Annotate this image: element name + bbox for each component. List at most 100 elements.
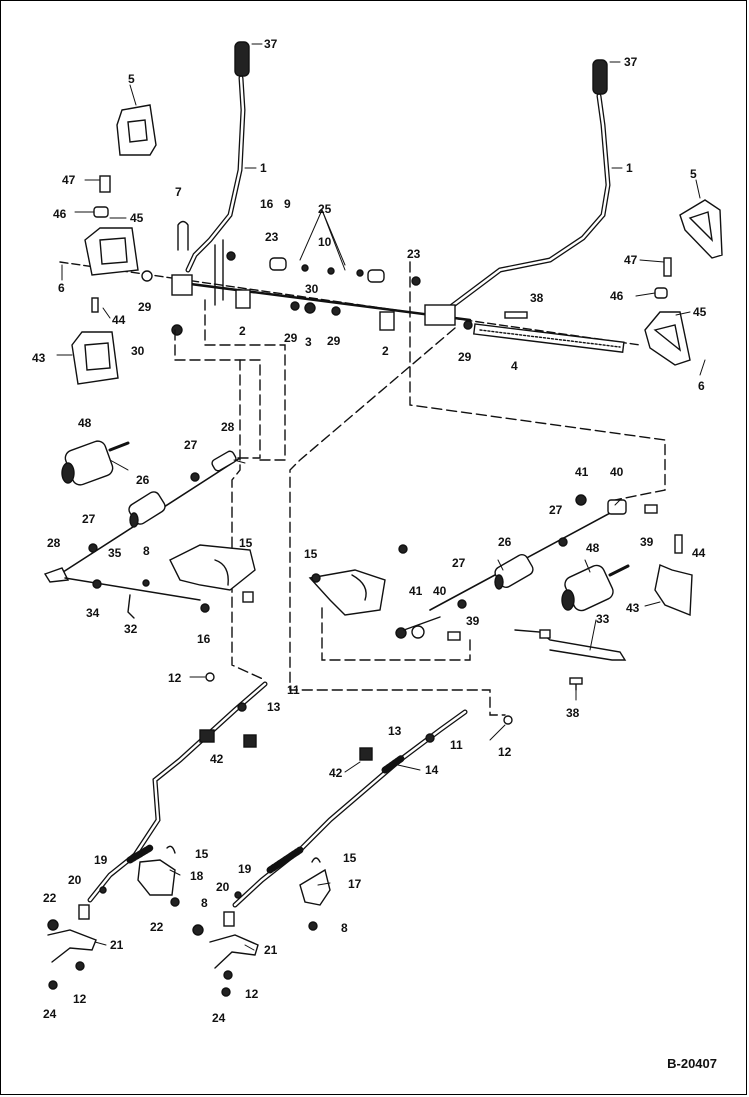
callout-9: 9 (284, 197, 291, 211)
callout-27-d: 27 (452, 556, 466, 570)
callout-14: 14 (425, 763, 439, 777)
callout-6-left: 6 (58, 281, 65, 295)
callout-47-right: 47 (624, 253, 638, 267)
callout-25: 25 (318, 202, 332, 216)
callout-27-a: 27 (184, 438, 198, 452)
callout-13-right: 13 (388, 724, 402, 738)
callout-2-right: 2 (382, 344, 389, 358)
callout-4: 4 (511, 359, 518, 373)
callout-47-left: 47 (62, 173, 76, 187)
callout-24-left: 24 (43, 1007, 57, 1021)
callout-15-center: 15 (304, 547, 318, 561)
callout-40-top: 40 (610, 465, 624, 479)
callout-5-left: 5 (128, 72, 135, 86)
main-shaft (59, 261, 641, 353)
callout-43-left: 43 (32, 351, 46, 365)
callout-34: 34 (86, 606, 100, 620)
callout-33: 33 (596, 612, 610, 626)
callout-8-lower-right: 8 (341, 921, 348, 935)
callout-44-left: 44 (112, 313, 126, 327)
callout-46-right: 46 (610, 289, 624, 303)
callout-22-right: 22 (150, 920, 164, 934)
callout-42-right: 42 (329, 766, 343, 780)
callout-16-top: 16 (260, 197, 274, 211)
callout-38-bottom: 38 (566, 706, 580, 720)
callout-15-lower-left: 15 (195, 847, 209, 861)
callout-6-right: 6 (698, 379, 705, 393)
callout-30-left: 30 (131, 344, 145, 358)
callout-12-a: 12 (168, 671, 182, 685)
callout-42-left: 42 (210, 752, 224, 766)
callout-43-right: 43 (626, 601, 640, 615)
callout-23-left: 23 (265, 230, 279, 244)
callout-41-center: 41 (409, 584, 423, 598)
callout-26-left: 26 (136, 473, 150, 487)
callout-35: 35 (108, 546, 122, 560)
callout-12-d: 12 (245, 987, 259, 1001)
callout-29-d: 29 (458, 350, 472, 364)
callout-10: 10 (318, 235, 332, 249)
left-brackets (71, 104, 189, 385)
callout-16-middle: 16 (197, 632, 211, 646)
callout-37-right: 37 (624, 55, 638, 69)
callout-19-right: 19 (238, 862, 252, 876)
callout-37-left: 37 (264, 37, 278, 51)
callout-26-right: 26 (498, 535, 512, 549)
callout-7: 7 (175, 185, 182, 199)
shaft-hardware (171, 239, 473, 331)
callout-40-center: 40 (433, 584, 447, 598)
left-lever (185, 41, 250, 273)
callout-30-center: 30 (305, 282, 319, 296)
callout-21-right: 21 (264, 943, 278, 957)
callout-21-left: 21 (110, 938, 124, 952)
callout-11-left: 11 (287, 683, 300, 697)
callout-27-c: 27 (549, 503, 563, 517)
callout-18: 18 (190, 869, 204, 883)
callout-44-right: 44 (692, 546, 706, 560)
callout-48-right: 48 (586, 541, 600, 555)
callout-23-right: 23 (407, 247, 421, 261)
callout-19-left: 19 (94, 853, 108, 867)
callout-39-center: 39 (466, 614, 480, 628)
callout-2-left: 2 (239, 324, 246, 338)
left-actuator-group (43, 440, 256, 619)
callout-22-left: 22 (43, 891, 57, 905)
callout-17: 17 (348, 877, 362, 891)
drawing-id: B-20407 (667, 1056, 717, 1071)
right-lever (437, 59, 611, 318)
callout-29-b: 29 (284, 331, 298, 345)
callout-20-right: 20 (216, 880, 230, 894)
callout-39-right: 39 (640, 535, 654, 549)
right-actuator-group (308, 494, 658, 691)
callout-45-left: 45 (130, 211, 144, 225)
left-cable-assembly (47, 672, 268, 990)
callout-29-a: 29 (138, 300, 152, 314)
callout-48-left: 48 (78, 416, 92, 430)
leader-lines (56, 43, 706, 951)
callout-13-left: 13 (267, 700, 281, 714)
callout-20-left: 20 (68, 873, 82, 887)
callout-1-right: 1 (626, 161, 633, 175)
right-cable-assembly (192, 709, 513, 997)
callout-15-lower-right: 15 (343, 851, 357, 865)
callout-8-left: 8 (143, 544, 150, 558)
callout-12-b: 12 (498, 745, 512, 759)
callout-11-right: 11 (450, 738, 463, 752)
right-brackets (504, 199, 723, 617)
callout-32: 32 (124, 622, 138, 636)
callout-8-lower-left: 8 (201, 896, 208, 910)
linkage-lines (174, 261, 666, 716)
callout-5-right: 5 (690, 167, 697, 181)
callout-27-b: 27 (82, 512, 96, 526)
callout-24-right: 24 (212, 1011, 226, 1025)
callout-45-right: 45 (693, 305, 707, 319)
callout-46-left: 46 (53, 207, 67, 221)
callout-12-c: 12 (73, 992, 87, 1006)
callout-29-c: 29 (327, 334, 341, 348)
callout-28-top: 28 (221, 420, 235, 434)
callout-1-left: 1 (260, 161, 267, 175)
callout-15-left: 15 (239, 536, 253, 550)
callout-labels: 37 37 5 5 1 1 47 47 7 16 9 25 46 46 45 4… (32, 37, 707, 1025)
